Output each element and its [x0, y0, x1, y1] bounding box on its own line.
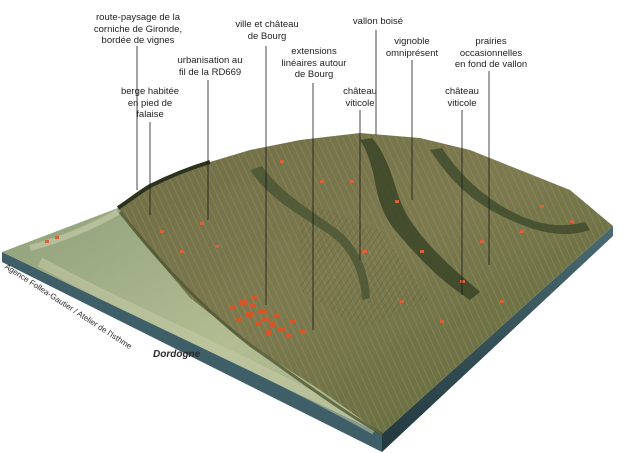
label-chateau-viticole-1: château viticole — [343, 86, 377, 109]
town-of-bourg — [230, 296, 306, 338]
river-bank-line — [29, 209, 120, 251]
river-label-dordogne: Dordogne — [153, 349, 201, 360]
river-channel — [37, 257, 378, 435]
vineyard-texture-2 — [300, 200, 430, 330]
wooded-valley-3 — [250, 166, 370, 300]
label-ville-chateau: ville et château de Bourg — [235, 19, 299, 42]
scattered-houses — [45, 160, 574, 323]
block-base-front — [2, 252, 382, 452]
label-extensions: extensions linéaires autour de Bourg — [281, 46, 347, 80]
wooded-valley-2 — [430, 148, 590, 235]
label-vallon-boise: vallon boisé — [352, 16, 404, 27]
label-berge: berge habitée en pied de falaise — [120, 86, 180, 120]
block-base-right — [382, 226, 613, 452]
label-chateau-viticole-2: château viticole — [445, 86, 479, 109]
cliff-foot — [118, 211, 383, 436]
label-route-paysage: route-paysage de la corniche de Gironde,… — [93, 12, 183, 46]
dordogne-river — [2, 208, 382, 434]
label-urbanisation: urbanisation au fil de la RD669 — [177, 55, 243, 78]
label-vignoble: vignoble omniprésent — [385, 36, 439, 59]
wooded-valley — [360, 138, 480, 300]
label-prairies: prairies occasionnelles en fond de vallo… — [454, 36, 528, 70]
